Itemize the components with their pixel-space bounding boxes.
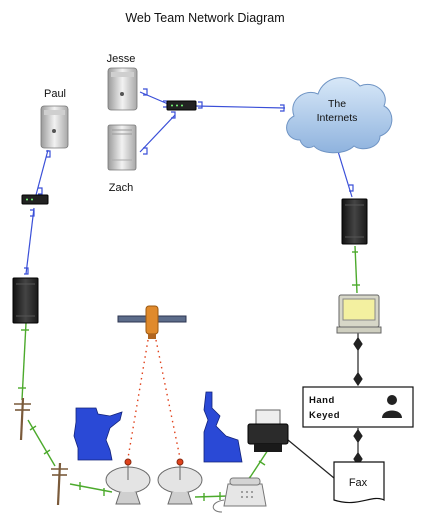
modem-right[interactable] [341,198,368,245]
satellite-dish-right[interactable] [157,458,203,505]
printer-icon [247,409,289,452]
internet-label-line1: The [328,98,346,110]
printer[interactable] [247,409,289,452]
hand-keyed-label-line2: Keyed [309,410,340,421]
modem-icon [341,198,368,245]
tower-computer-icon [107,124,137,171]
satellite-beams [127,339,181,459]
fax-label: Fax [349,477,368,489]
utility-pole-lower[interactable] [51,462,68,506]
network-hub-left[interactable] [21,194,49,205]
satellite-dish-left[interactable] [105,458,151,505]
person-icon [382,395,402,418]
state-map-icon [203,391,243,463]
hand-keyed-node[interactable]: Hand Keyed [302,386,414,428]
desktop-computer-icon [40,105,69,149]
internet-label-line2: Internets [317,112,358,124]
monitor-icon [336,294,382,334]
state-map-icon [73,407,123,461]
zach-computer[interactable]: Zach [107,124,137,194]
terminal-monitor[interactable] [336,294,382,334]
satellite-icon [117,305,187,339]
modem-icon [12,277,39,324]
black-links [287,333,363,479]
network-hub-top[interactable] [166,100,197,111]
green-links [21,245,358,498]
hub-icon [166,100,197,111]
green-connectors [18,251,360,501]
modem-left[interactable] [12,277,39,324]
idaho-shape [203,391,243,463]
satellite-dish-icon [157,458,203,505]
hand-keyed-label-line1: Hand [309,395,335,406]
paul-computer[interactable]: Paul [40,88,69,149]
jesse-computer[interactable]: Jesse [107,53,138,111]
telephone-icon [212,477,267,513]
satellite[interactable] [117,305,187,339]
desktop-computer-icon [107,67,138,111]
minnesota-shape [73,407,123,461]
cloud-icon [286,77,393,154]
utility-pole-icon [51,462,68,506]
paul-label: Paul [44,88,66,100]
hub-icon [21,194,49,205]
satellite-dish-icon [105,458,151,505]
document-icon [333,461,385,504]
jesse-label: Jesse [107,53,136,65]
fax-node[interactable]: Fax [333,461,385,504]
diagram-title: Web Team Network Diagram [125,11,284,25]
internet-cloud[interactable]: The Internets [286,77,393,154]
utility-pole-upper[interactable] [14,397,31,441]
zach-label: Zach [109,182,133,194]
telephone[interactable] [212,477,267,513]
utility-pole-icon [14,397,31,441]
